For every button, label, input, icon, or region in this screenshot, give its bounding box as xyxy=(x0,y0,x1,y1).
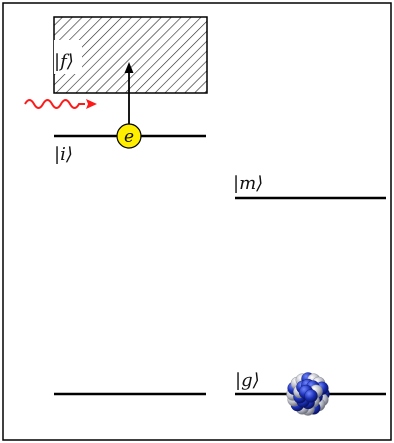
state-label-f: |f⟩ xyxy=(54,51,74,72)
continuum-box xyxy=(54,17,207,93)
state-label-g: |g⟩ xyxy=(235,370,260,391)
atom-nucleon xyxy=(305,390,318,403)
atom-cluster-icon xyxy=(287,373,330,416)
state-label-m: |m⟩ xyxy=(233,173,263,194)
state-label-i: |i⟩ xyxy=(54,144,73,165)
electron-label: e xyxy=(124,127,134,147)
